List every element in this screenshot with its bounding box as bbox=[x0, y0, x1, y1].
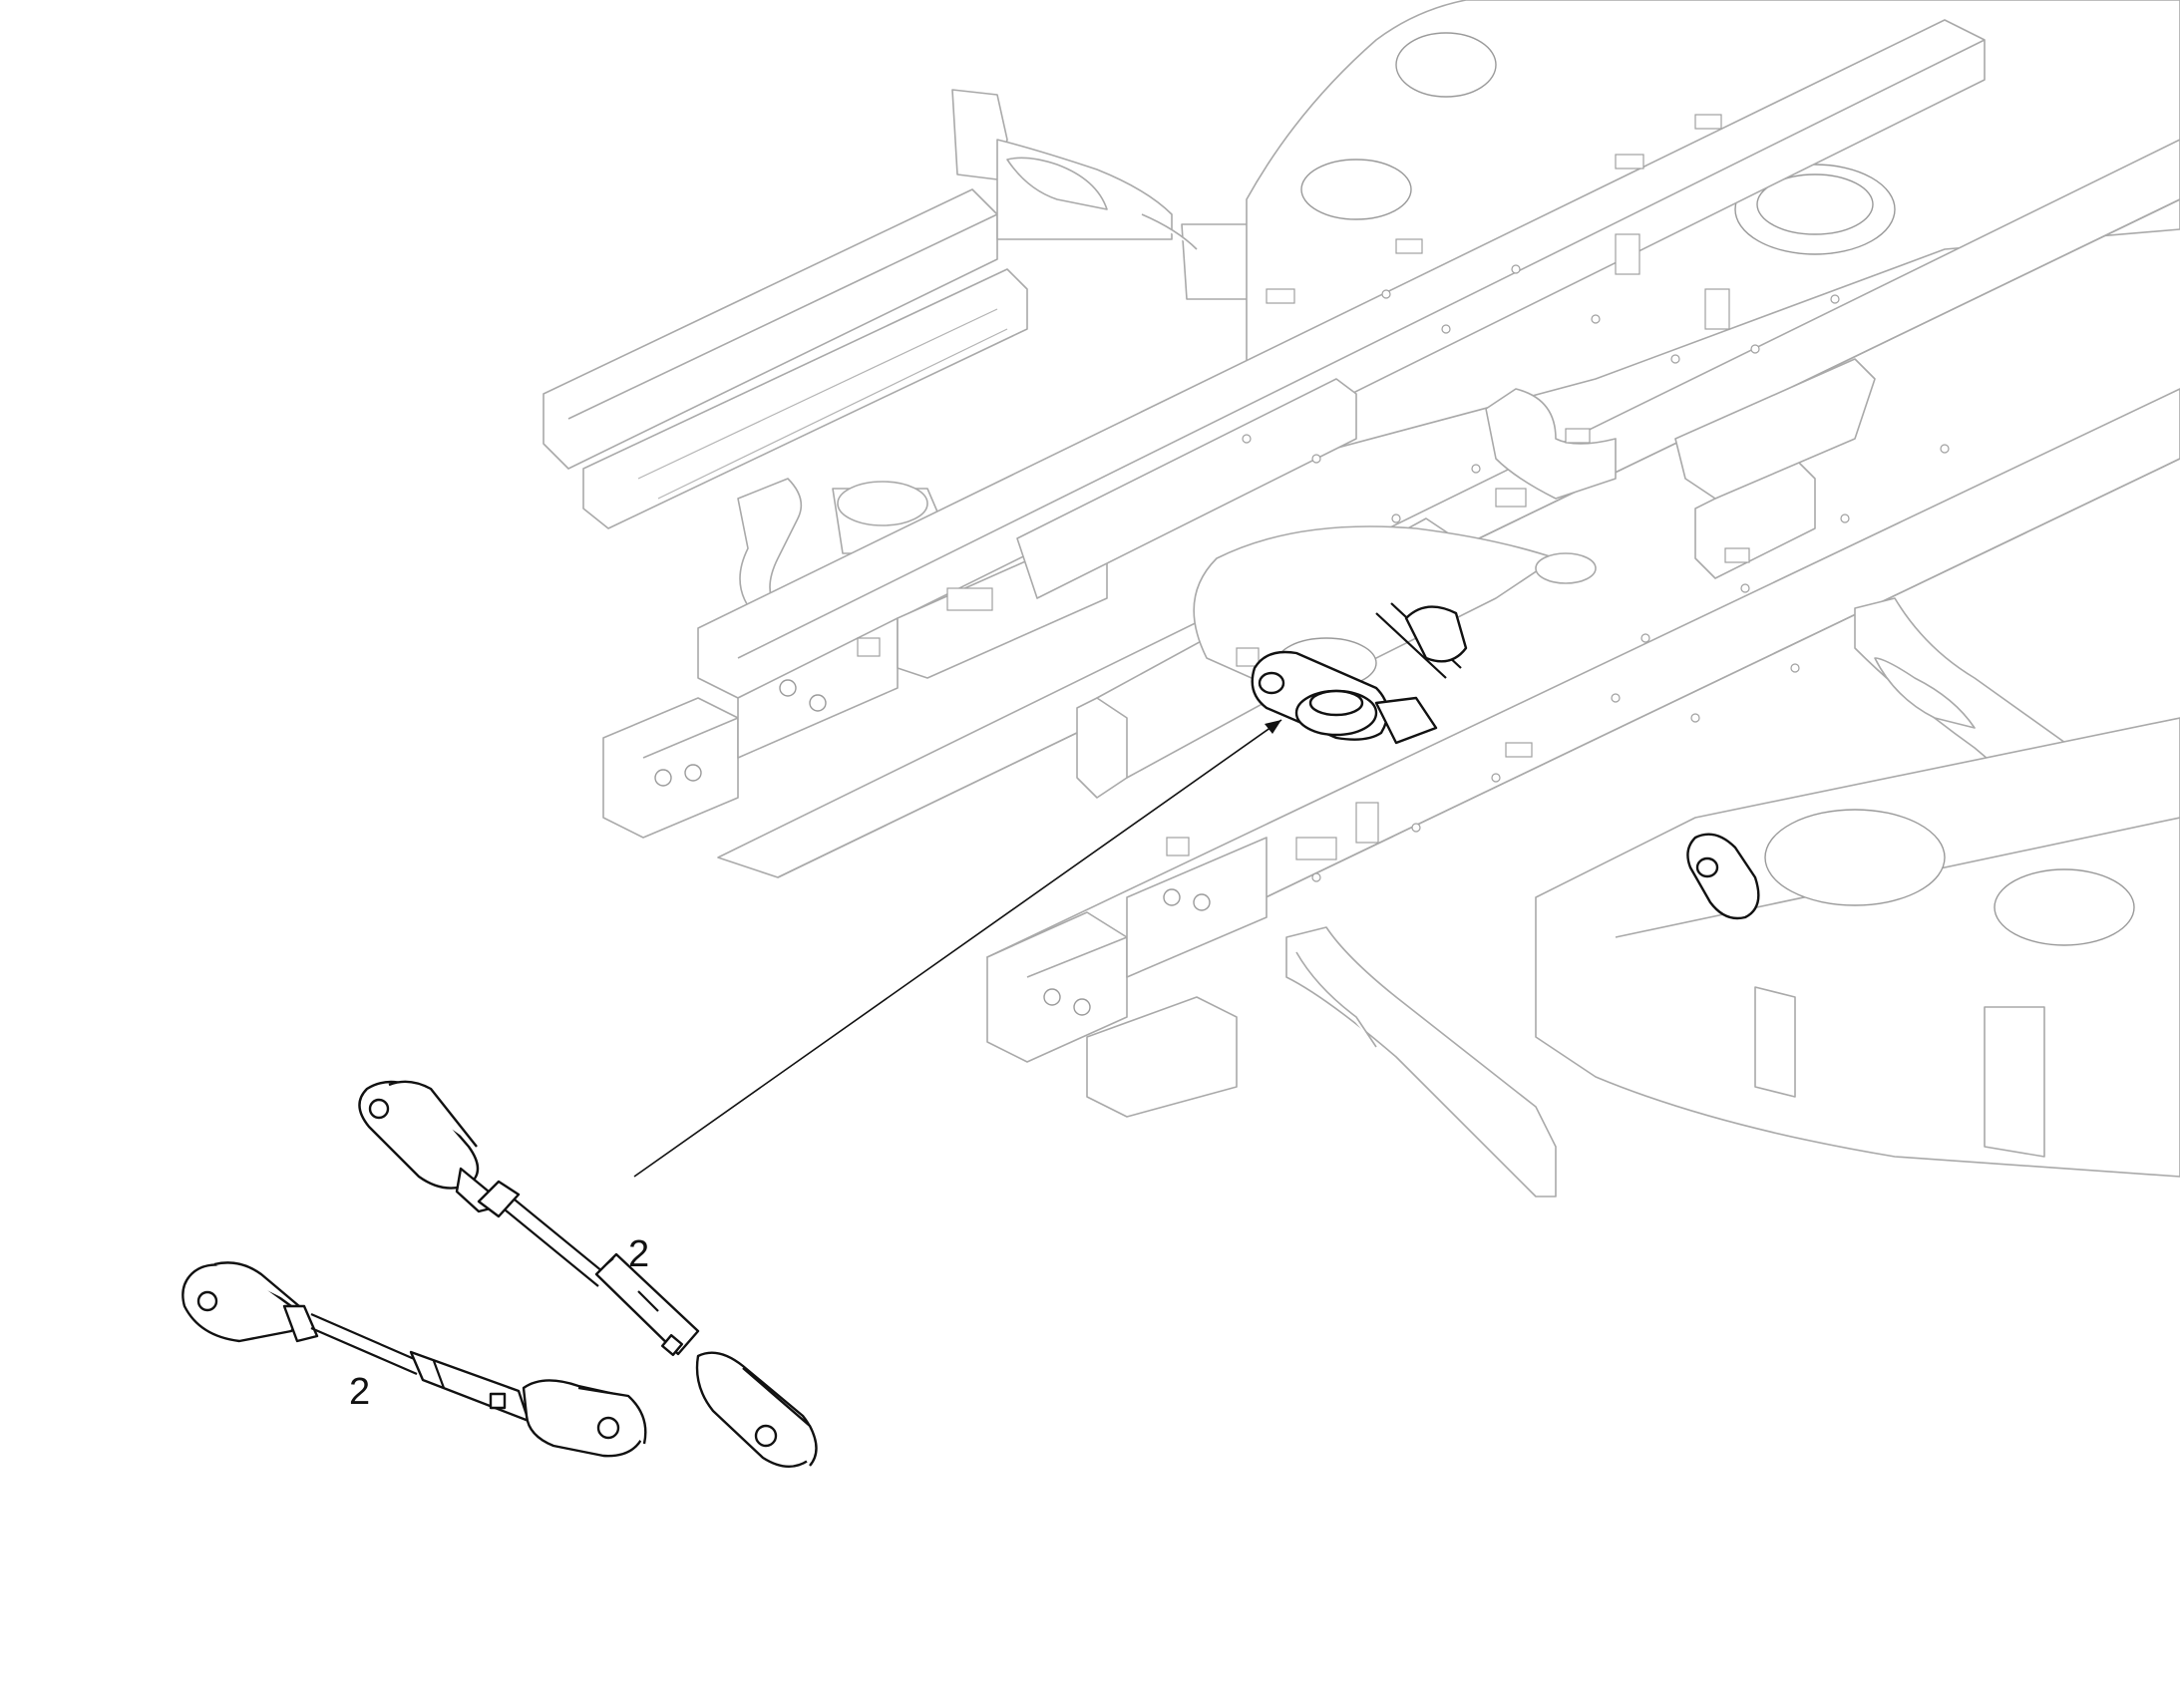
left-main-rail bbox=[602, 19, 1986, 839]
leader-line bbox=[633, 719, 1282, 1178]
right-lower-structure bbox=[1535, 717, 2180, 1178]
chassis-frame bbox=[543, 0, 2180, 1197]
leader-arrowhead bbox=[1265, 720, 1281, 734]
installed-rod-end bbox=[1251, 602, 1760, 920]
rod-assembly-lower bbox=[182, 1261, 647, 1458]
rod-assembly-upper bbox=[358, 1080, 818, 1468]
right-main-rail bbox=[986, 388, 2180, 1118]
frame-fasteners bbox=[857, 114, 1950, 882]
upper-rear-plate bbox=[1246, 0, 2180, 460]
callout-label-upper: 2 bbox=[628, 1233, 649, 1275]
callout-label-lower: 2 bbox=[349, 1371, 370, 1413]
